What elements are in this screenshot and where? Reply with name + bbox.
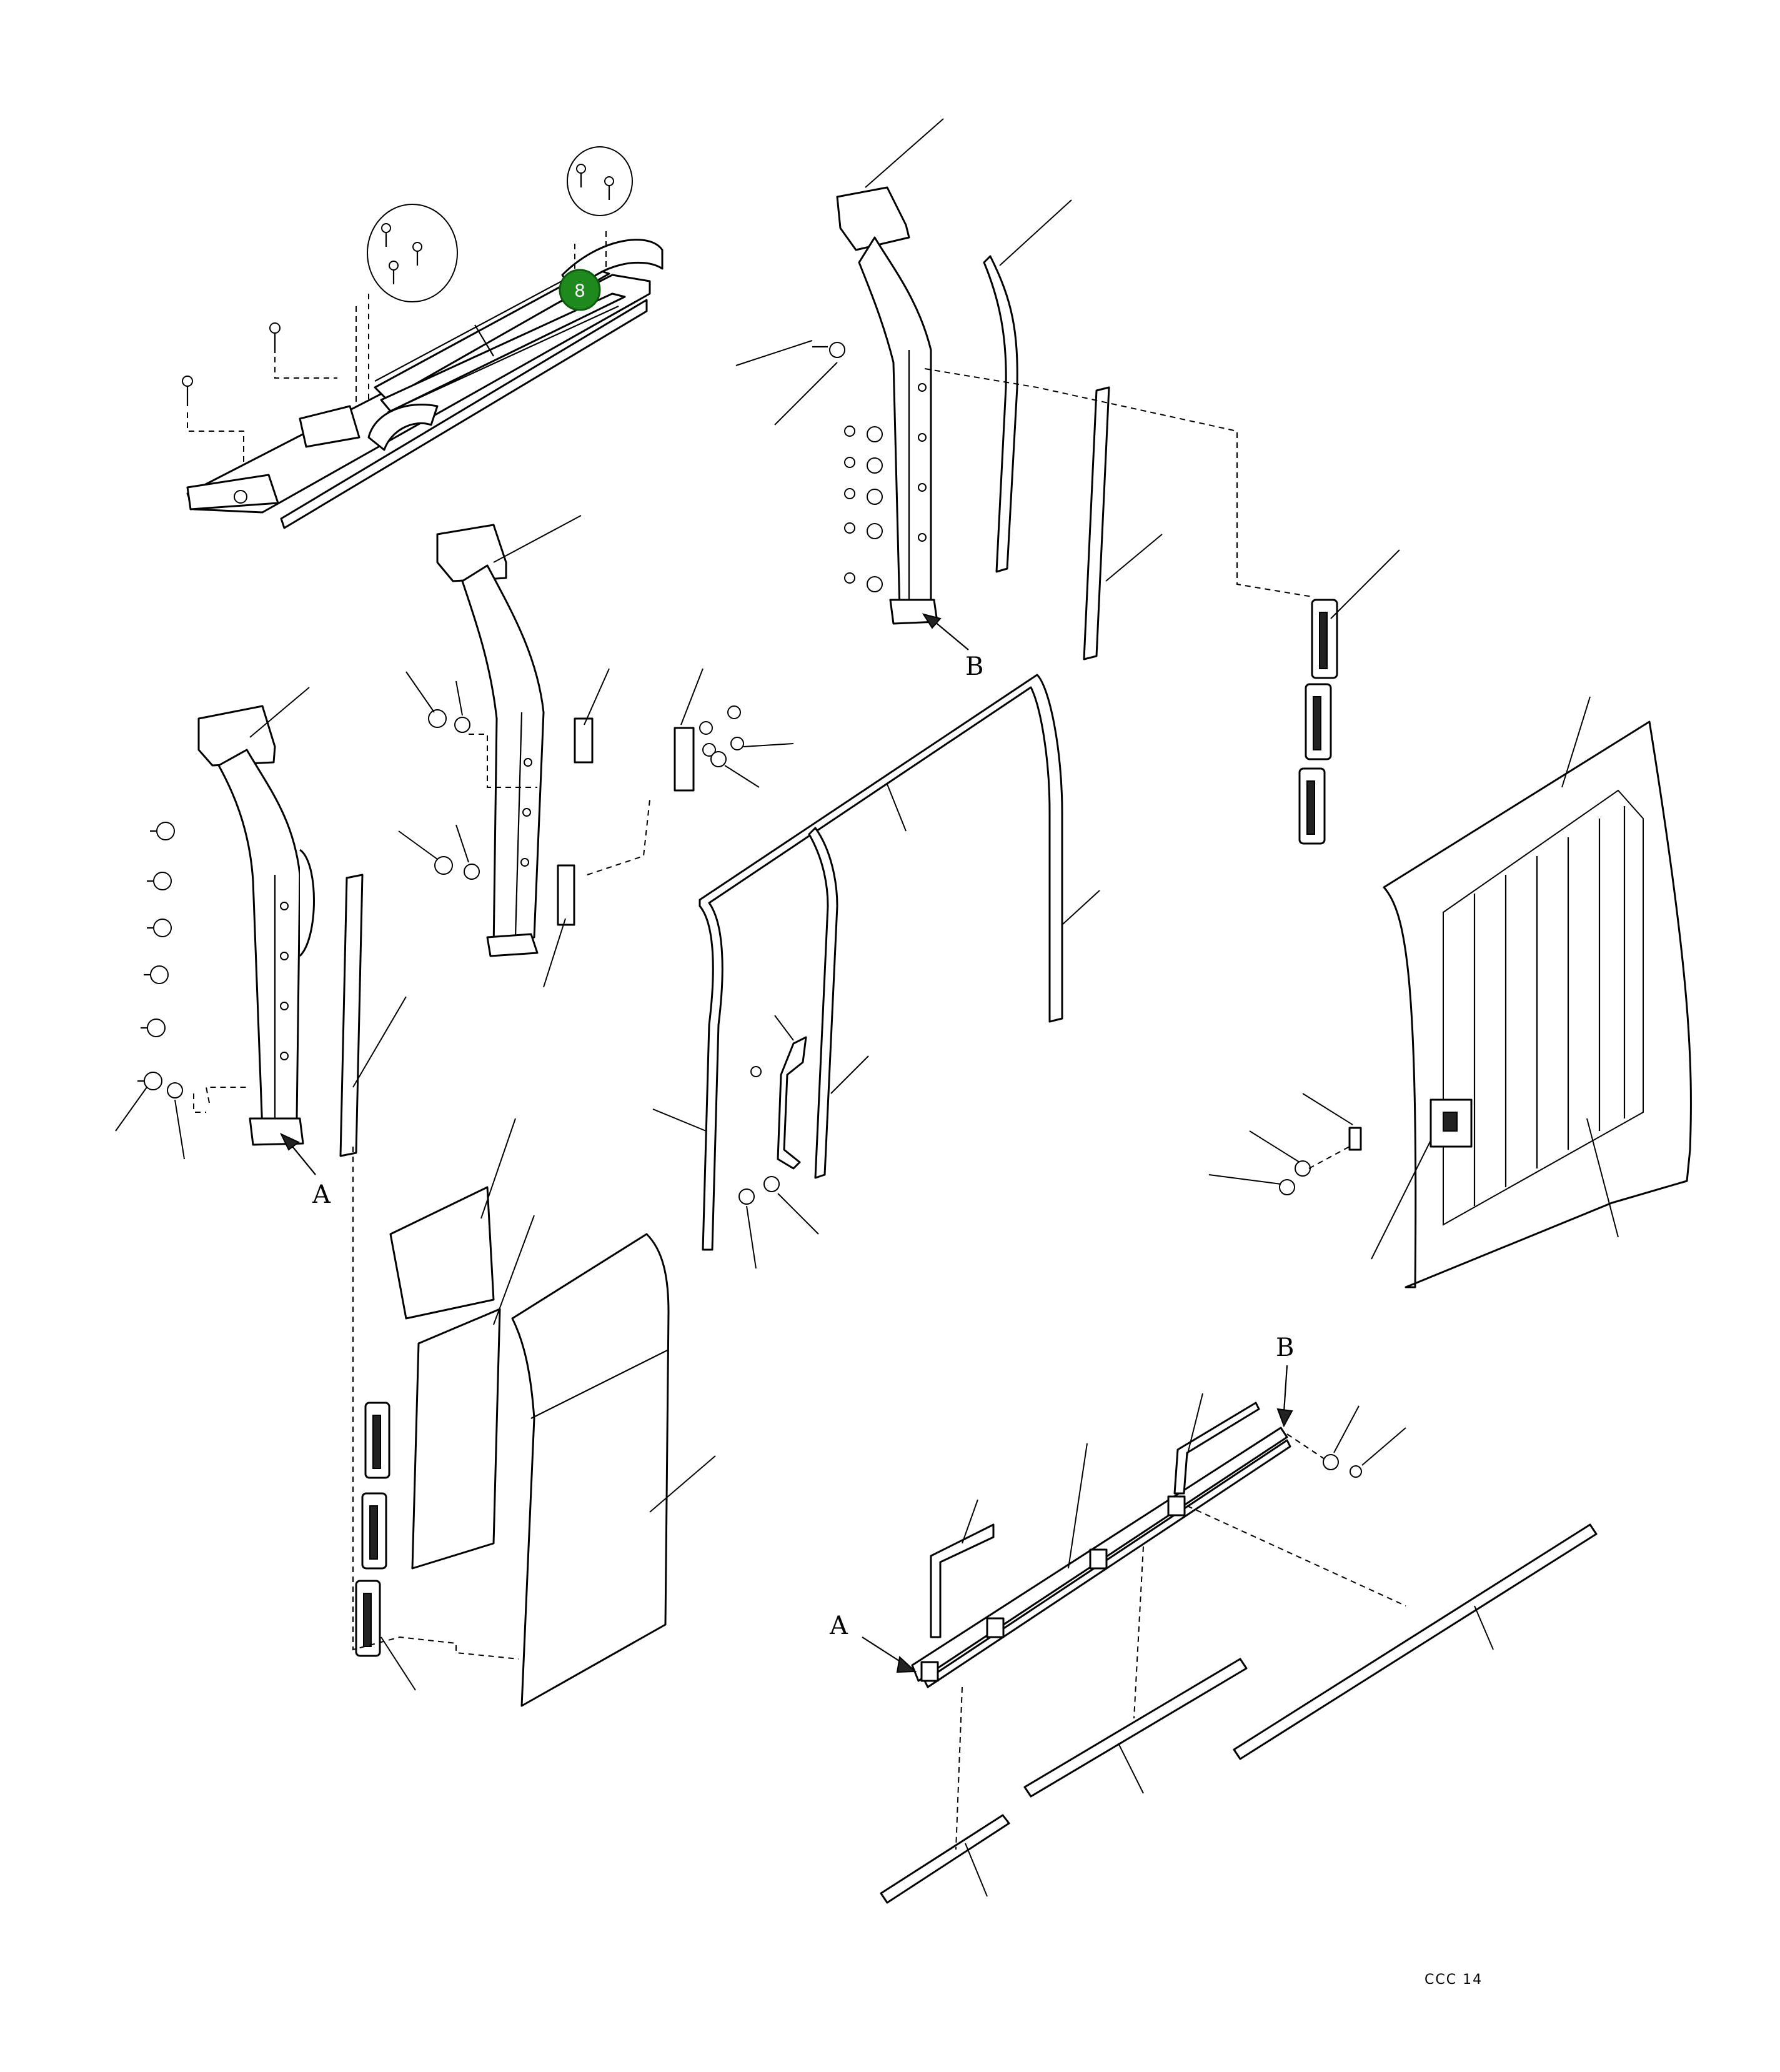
bolt-group-circle-right <box>567 146 633 216</box>
bolt-group-circle-left <box>367 204 458 302</box>
sill-rail-assembly <box>911 1393 1406 1688</box>
latches-right-column: B <box>922 549 1400 845</box>
door-handle <box>738 1015 819 1269</box>
callout-number: 8 <box>574 281 585 301</box>
view-b-arrow-bottom: B <box>1276 1333 1294 1428</box>
upper-glass-panel <box>389 1118 516 1320</box>
view-label-b-top: B <box>965 652 983 681</box>
view-label-b-bottom: B <box>1276 1333 1294 1362</box>
washers-and-bolts-rear-right <box>735 340 883 592</box>
loose-rails <box>880 1505 1598 1904</box>
pillar-rear-right <box>836 118 944 625</box>
view-a-arrow-top: A <box>279 1132 331 1209</box>
view-a-arrow-bottom: A <box>829 1611 917 1673</box>
lower-glass-panel <box>411 1215 535 1570</box>
drawing-code: CCC 14 <box>1424 1972 1483 1988</box>
pillar-front-left <box>193 687 407 1157</box>
view-label-a-bottom: A <box>829 1611 848 1640</box>
bolts-front-left <box>115 822 185 1160</box>
pillar-center <box>398 515 650 988</box>
loose-bolts-top-left <box>182 322 281 406</box>
callout-circle[interactable] <box>559 269 601 311</box>
trim-strip-rear-right <box>924 199 1313 660</box>
bolts-door-panel <box>1208 1093 1362 1195</box>
latches-left-column <box>352 1147 519 1691</box>
bracket-and-bolts-center <box>674 668 794 792</box>
large-side-panel <box>511 1233 716 1707</box>
base-frame-assembly <box>186 231 664 529</box>
door-panel <box>1371 696 1692 1288</box>
door-frame <box>652 674 1100 1251</box>
callout-marker-8[interactable]: 8 <box>559 269 601 311</box>
view-label-a-top: A <box>312 1180 331 1209</box>
